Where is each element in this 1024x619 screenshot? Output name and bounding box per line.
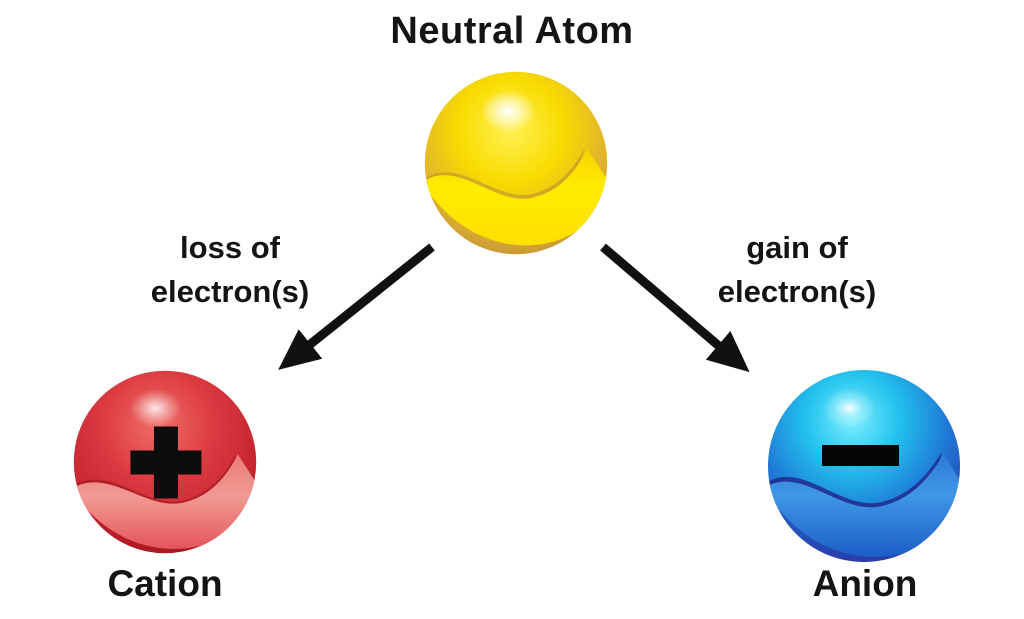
- loss-label-line2: electron(s): [150, 274, 310, 309]
- gain-of-electrons-label: gain of electron(s): [657, 226, 937, 314]
- neutral-atom-title: Neutral Atom: [390, 10, 634, 52]
- gain-label-line1: gain of: [746, 230, 848, 265]
- anion-label: Anion: [812, 563, 918, 604]
- cation-sphere: [69, 366, 261, 558]
- loss-label-line1: loss of: [180, 230, 280, 265]
- blue-sphere-icon: [768, 370, 960, 562]
- minus-icon: [822, 445, 899, 466]
- yellow-sphere-icon: [424, 71, 608, 255]
- gain-label-line2: electron(s): [717, 274, 877, 309]
- loss-of-electrons-label: loss of electron(s): [90, 226, 370, 314]
- cation-label: Cation: [107, 563, 223, 604]
- plus-icon: [130, 426, 202, 499]
- red-sphere-icon: [73, 370, 257, 554]
- neutral-atom-sphere: [420, 67, 612, 259]
- anion-sphere: [764, 366, 964, 566]
